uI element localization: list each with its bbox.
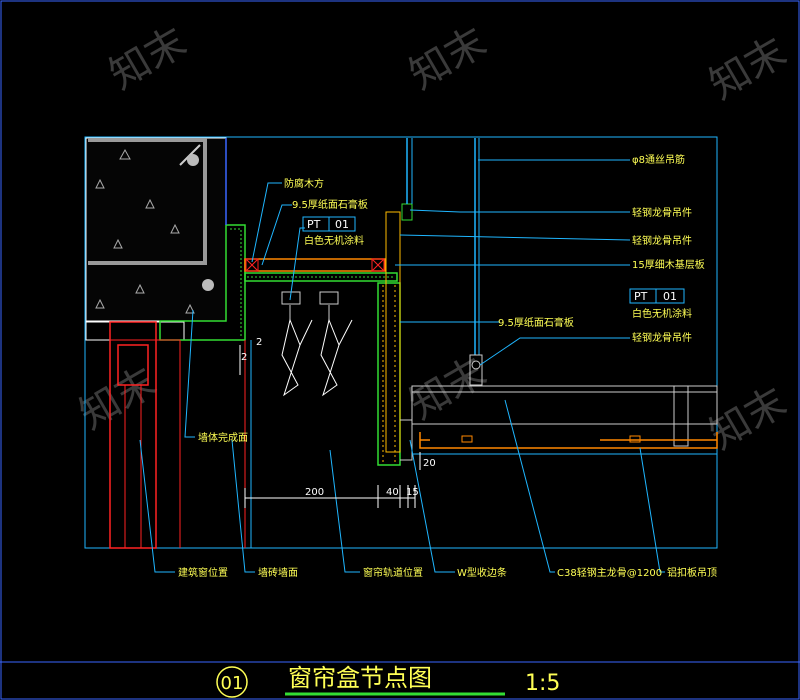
pt1-num-box [328, 216, 356, 232]
gypsum-board-top [244, 272, 398, 282]
window-frame [109, 321, 181, 549]
dim-2a: 2 [241, 352, 247, 363]
label-gypsum-right: 9.5厚纸面石膏板 [498, 316, 574, 329]
wood-block-right [371, 258, 385, 272]
drawing-scale: 1:5 [525, 671, 560, 696]
base-board [244, 258, 386, 272]
watermark: 知末 [702, 379, 794, 459]
aluminum-ceiling [419, 432, 718, 449]
dim-15: 15 [406, 487, 419, 498]
watermark: 知末 [402, 349, 494, 429]
label-hanger-2: 轻钢龙骨吊件 [632, 234, 692, 247]
light-keel [385, 211, 401, 453]
dim-200: 200 [305, 487, 324, 498]
concrete-beam [85, 137, 227, 341]
label-brick-wall: 墙砖墙面 [258, 566, 298, 579]
curtain-tracks [281, 291, 353, 397]
pt1-code: PT [307, 218, 321, 231]
label-hanger-3: 轻钢龙骨吊件 [632, 331, 692, 344]
label-base-board: 15厚细木基层板 [632, 258, 705, 271]
pt2-code: PT [634, 290, 648, 303]
keel-hanger [469, 354, 483, 386]
dim-20: 20 [423, 458, 436, 469]
dim-2b: 2 [256, 337, 262, 348]
label-wood-block: 防腐木方 [284, 177, 324, 190]
label-w-strip: W型收边条 [457, 566, 507, 579]
label-pt2-desc: 白色无机涂料 [632, 307, 692, 320]
label-track-position: 窗帘轨道位置 [363, 566, 423, 579]
label-pt1-desc: 白色无机涂料 [304, 234, 364, 247]
w-strip-profile [400, 419, 413, 461]
label-hanger-1: 轻钢龙骨吊件 [632, 206, 692, 219]
dim-40: 40 [386, 487, 399, 498]
curtain-box-side-board [377, 282, 401, 466]
label-aluminum-ceiling: 铝扣板吊顶 [667, 566, 717, 579]
watermark: 知末 [102, 19, 194, 99]
main-keel [411, 385, 718, 425]
label-window-position: 建筑窗位置 [178, 566, 228, 579]
dimension-lines [239, 345, 421, 508]
label-threaded-rod: φ8通丝吊筋 [632, 153, 685, 166]
label-gypsum-top: 9.5厚纸面石膏板 [292, 198, 368, 211]
drawing-title: 窗帘盒节点图 [288, 664, 432, 692]
title-number-circle [216, 666, 248, 698]
pt2-num-box [655, 288, 685, 304]
detail-frame [84, 136, 718, 549]
plaster-hatch [230, 228, 242, 336]
watermark: 知末 [402, 19, 494, 99]
title-number: 01 [221, 673, 244, 694]
hanger-piece [401, 203, 413, 221]
label-wall-finish: 墙体完成面 [198, 431, 248, 444]
wood-block-left [245, 258, 259, 272]
watermark: 知末 [702, 29, 794, 109]
pt2-num: 01 [663, 290, 677, 303]
pt1-num: 01 [335, 218, 349, 231]
label-main-keel: C38轻钢主龙骨@1200 [557, 566, 662, 579]
